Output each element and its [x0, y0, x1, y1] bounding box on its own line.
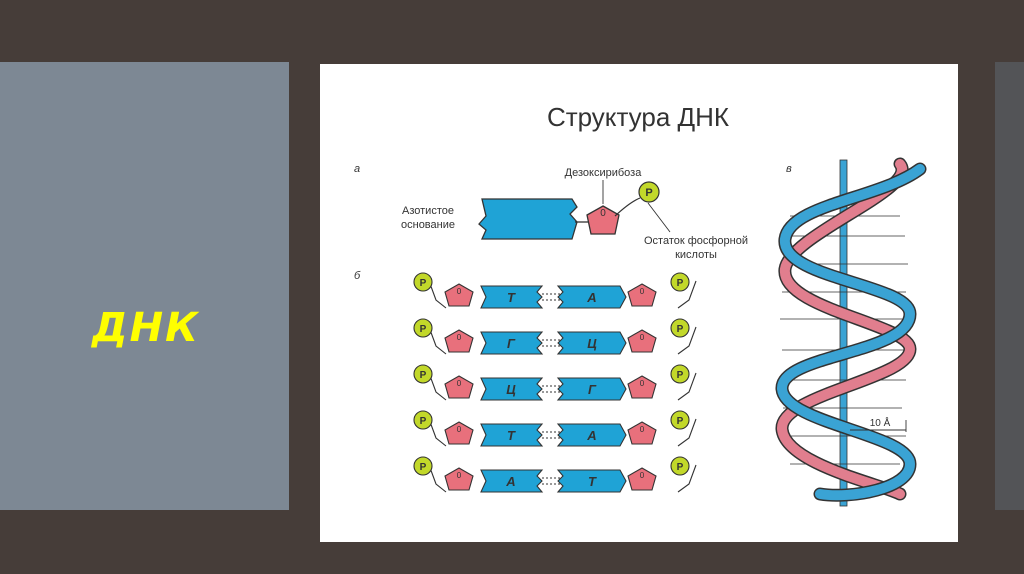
- phosphate-icon: [670, 272, 690, 292]
- nitrogen-base-right: [556, 377, 627, 401]
- base-letter-right: А: [586, 428, 596, 443]
- base-letter-right: Г: [588, 382, 597, 397]
- double-helix: 10 Å: [775, 157, 927, 507]
- base-pair-row: P 0 Г Ц 0 P: [413, 318, 697, 355]
- phosphate-icon: [413, 410, 433, 430]
- base-pair-row: P 0 Ц Г 0 P: [413, 364, 697, 401]
- deoxyribose-shape: [444, 375, 474, 399]
- pitch-label: 10 Å: [870, 416, 891, 429]
- deoxyribose-shape: [444, 329, 474, 353]
- deoxyribose-shape: [444, 421, 474, 445]
- phosphate-symbol: P: [677, 416, 684, 427]
- nitrogen-base-right: [556, 423, 627, 447]
- oxygen-label: 0: [457, 379, 462, 388]
- phosphate-icon: [670, 456, 690, 476]
- deoxyribose-shape: [444, 283, 474, 307]
- base-letter-right: Т: [588, 474, 597, 489]
- base-letter-left: Т: [507, 428, 516, 443]
- panel-letter-a: а: [354, 163, 360, 175]
- oxygen-label: 0: [640, 471, 645, 480]
- base-label-line1: Азотистое: [402, 205, 454, 217]
- next-slide-edge: [995, 62, 1024, 510]
- slide-title: ДНК: [92, 305, 200, 351]
- phosphate-symbol: P: [677, 278, 684, 289]
- helix-strand-pink: [777, 159, 916, 499]
- deoxyribose-shape: [627, 283, 657, 307]
- oxygen-label: 0: [640, 287, 645, 296]
- dna-structure-diagram: Структура ДНК а б в Азотистое основание …: [354, 102, 927, 507]
- oxygen-label: 0: [457, 333, 462, 342]
- base-letter-left: Т: [507, 290, 516, 305]
- phosphate-symbol: P: [420, 370, 427, 381]
- base-letter-right: А: [586, 290, 596, 305]
- phosphate-icon: [413, 318, 433, 338]
- phosphate-icon: [670, 364, 690, 384]
- base-letter-left: А: [505, 474, 515, 489]
- base-pair-row: P 0 А Т 0 P: [413, 456, 697, 493]
- nucleotide-diagram: Азотистое основание 0 Дезоксирибоза P Ос…: [401, 167, 748, 261]
- base-letter-left: Г: [507, 336, 516, 351]
- dna-figure-card: Структура ДНК а б в Азотистое основание …: [320, 64, 958, 542]
- oxygen-label: 0: [600, 208, 606, 219]
- oxygen-label: 0: [640, 379, 645, 388]
- nitrogen-base-left: [480, 285, 544, 309]
- base-letter-right: Ц: [587, 336, 597, 351]
- oxygen-label: 0: [457, 471, 462, 480]
- phosphate-icon: [670, 318, 690, 338]
- panel-letter-c: в: [786, 163, 792, 175]
- deoxyribose-shape: [586, 205, 620, 235]
- deoxyribose-shape: [444, 467, 474, 491]
- oxygen-label: 0: [457, 425, 462, 434]
- phosphate-icon: [413, 272, 433, 292]
- base-letter-left: Ц: [506, 382, 516, 397]
- base-pair-row: P 0 Т А 0 P: [413, 410, 697, 447]
- oxygen-label: 0: [640, 333, 645, 342]
- nitrogen-base-left: [480, 423, 544, 447]
- base-pair-row: P 0 Т А 0 P: [413, 272, 697, 309]
- phosphate-symbol: P: [420, 416, 427, 427]
- sugar-label: Дезоксирибоза: [565, 167, 643, 179]
- phosphate-icon: [413, 456, 433, 476]
- nitrogen-base-left: [480, 469, 544, 493]
- phosphate-symbol: P: [645, 187, 652, 199]
- phosphate-icon: [638, 181, 660, 203]
- phosphate-icon: [670, 410, 690, 430]
- deoxyribose-shape: [627, 329, 657, 353]
- nitrogen-base-left: [480, 331, 544, 355]
- helix-axis: [839, 159, 848, 507]
- phosphate-symbol: P: [420, 324, 427, 335]
- figure-title: Структура ДНК: [547, 102, 729, 132]
- deoxyribose-shape: [627, 467, 657, 491]
- phosphate-symbol: P: [677, 370, 684, 381]
- deoxyribose-shape: [627, 375, 657, 399]
- phosphate-label-line1: Остаток фосфорной: [644, 235, 748, 247]
- nitrogen-base-right: [556, 331, 627, 355]
- phosphate-symbol: P: [677, 324, 684, 335]
- panel-letter-b: б: [354, 270, 361, 282]
- phosphate-icon: [413, 364, 433, 384]
- phosphate-symbol: P: [677, 462, 684, 473]
- phosphate-label-line2: кислоты: [675, 249, 717, 261]
- nitrogen-base-shape: [478, 198, 578, 240]
- oxygen-label: 0: [457, 287, 462, 296]
- deoxyribose-shape: [627, 421, 657, 445]
- helix-strand-blue: [777, 164, 925, 501]
- base-label-line2: основание: [401, 219, 455, 231]
- phosphate-symbol: P: [420, 462, 427, 473]
- nitrogen-base-left: [480, 377, 544, 401]
- nitrogen-base-right: [556, 285, 627, 309]
- oxygen-label: 0: [640, 425, 645, 434]
- phosphate-symbol: P: [420, 278, 427, 289]
- left-panel: ДНК: [0, 62, 289, 510]
- nitrogen-base-right: [556, 469, 627, 493]
